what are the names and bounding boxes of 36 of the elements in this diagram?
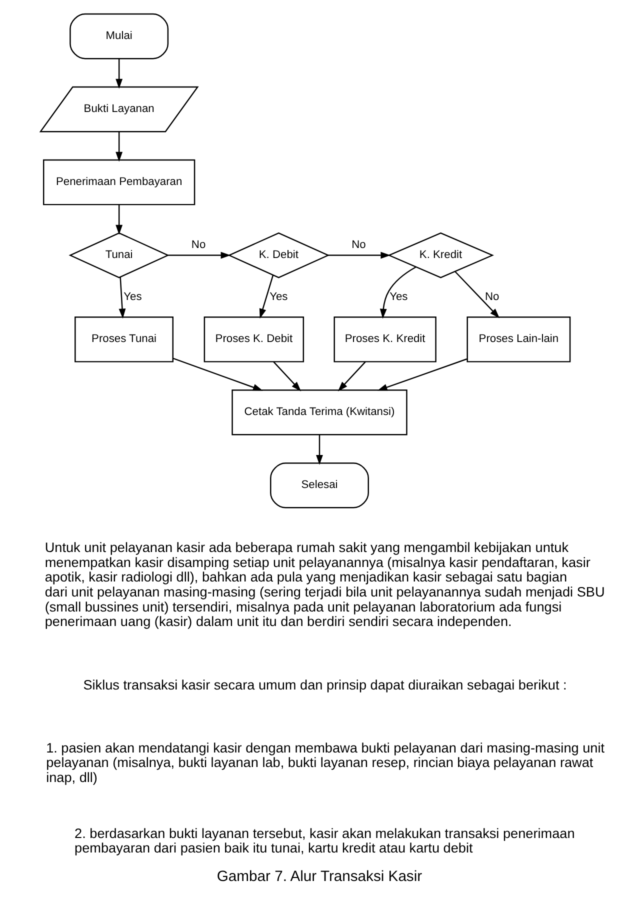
arrow bbox=[376, 358, 467, 390]
edge-label: No bbox=[351, 238, 366, 251]
arrow bbox=[328, 251, 390, 258]
node-diamond: Tunai bbox=[68, 232, 169, 278]
arrow bbox=[115, 204, 122, 234]
edge-label: Yes bbox=[123, 290, 142, 303]
label: 2. berdasarkan bukti layanan tersebut, kasir akan melakukan transaksi penerimaan pembayaran dari pasien baik itu tunai, kartu kredit atau kartu debit bbox=[74, 825, 574, 856]
edge-label: No bbox=[484, 290, 499, 303]
arrow bbox=[118, 276, 126, 318]
node-box: Proses K. Kredit bbox=[333, 316, 436, 362]
node-diamond: K. Debit bbox=[227, 232, 330, 278]
node-box: Proses Tunai bbox=[74, 316, 174, 362]
edge-label: Yes bbox=[269, 290, 288, 303]
label: Siklus transaksi kasir secara umum dan prinsip dapat diuraikan sebagai berikut : bbox=[82, 676, 566, 692]
node-box: Mulai bbox=[69, 12, 168, 59]
label: 1. pasien akan mendatangi kasir dengan membawa bukti pelayanan dari masing-masing unit pelayanan (misalnya, bukti layanan lab, bukti layanan resep, rincian biaya pelayanan rawat inap, dll) bbox=[46, 740, 604, 785]
arrow bbox=[115, 131, 122, 162]
arrow bbox=[272, 360, 301, 391]
caption: Gambar 7. Alur Transaksi Kasir bbox=[216, 868, 422, 884]
arrow bbox=[316, 434, 322, 464]
arrow bbox=[168, 251, 230, 258]
node-box: Proses Lain-lain bbox=[466, 316, 570, 362]
node-box: Selesai bbox=[270, 462, 368, 508]
arrow bbox=[337, 360, 366, 391]
edge-label: Yes bbox=[389, 290, 408, 303]
node-diamond: K. Kredit bbox=[387, 232, 494, 278]
arrow bbox=[379, 266, 416, 318]
node-box: Penerimaan Pembayaran bbox=[42, 158, 195, 205]
arrow bbox=[115, 58, 122, 88]
node-box: Cetak Tanda Terima (Kwitansi) bbox=[231, 389, 407, 435]
edge-label: No bbox=[190, 238, 206, 251]
arrow bbox=[258, 274, 274, 318]
arrow bbox=[172, 357, 262, 390]
arrow bbox=[454, 270, 500, 318]
node-box: Proses K. Debit bbox=[203, 316, 304, 362]
label: Untuk unit pelayanan kasir ada beberapa rumah sakit yang mengambil kebijakan untuk menempatkan kasir disamping setiap unit pelayanannya (misalnya kasir pendaftaran, kasir apotik, kasir radiologi dll), bahkan ada pula yang menjadikan kasir sebagai satu bagian dari unit pelayanan masing-masing (sering terjadi bila unit pelayanannya sudah menjadi SBU (small bussines unit) tersendiri, misalnya pada unit pelayanan laboratorium ada fungsi penerimaan uang (kasir) dalam unit itu dan berdiri sendiri secara independen. bbox=[44, 539, 604, 629]
